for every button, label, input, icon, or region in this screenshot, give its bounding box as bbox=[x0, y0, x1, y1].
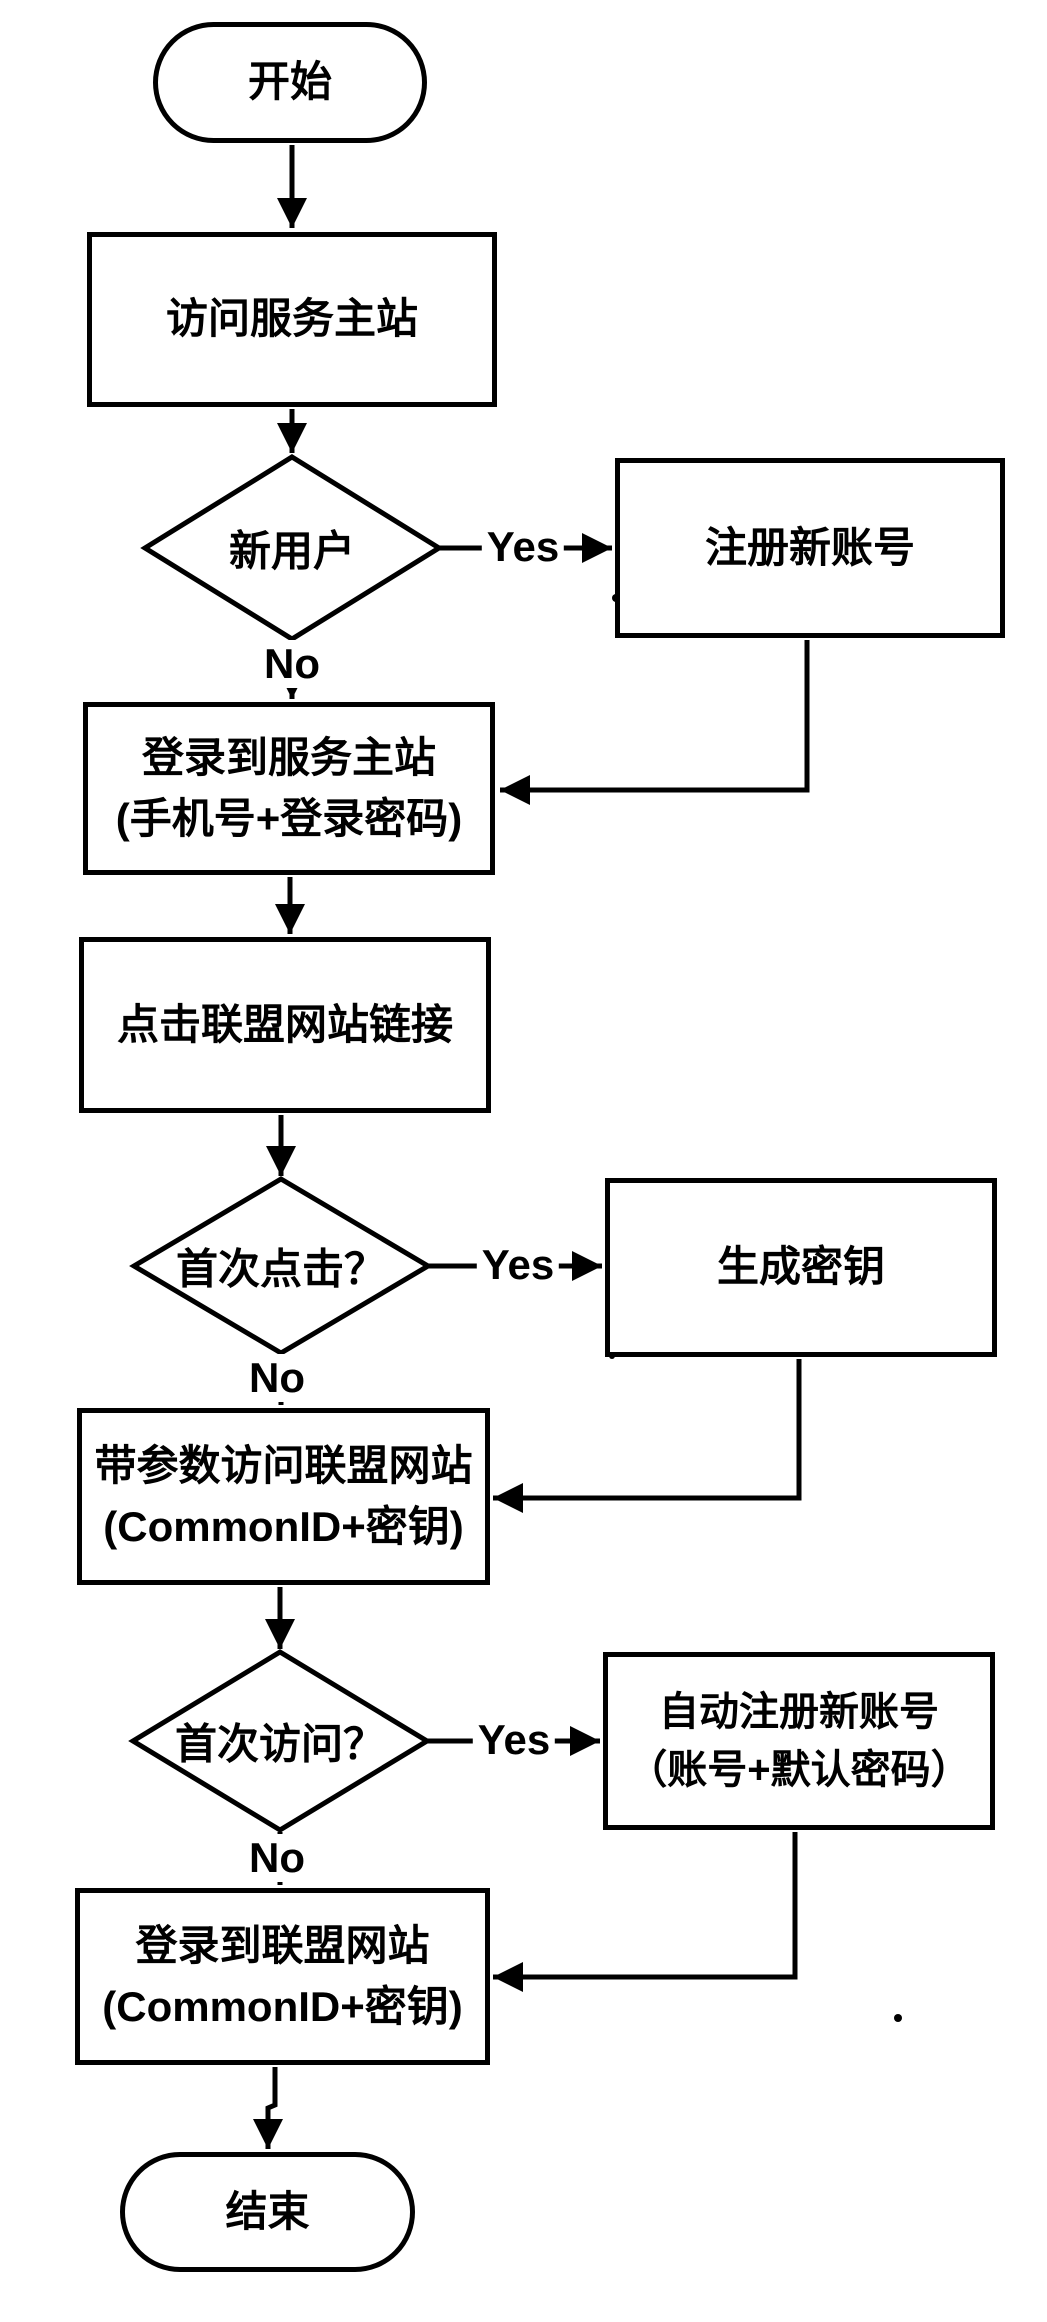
process-visit-with-params-line1: 带参数访问联盟网站 bbox=[94, 1441, 473, 1489]
ink-speck bbox=[894, 2014, 902, 2022]
decision-first-visit-label: 首次访问？ bbox=[174, 1720, 386, 1768]
edge-label-new-user-no: No bbox=[259, 640, 325, 688]
process-login-main-site-line1: 登录到服务主站 bbox=[141, 733, 436, 781]
decision-new-user-label: 新用户 bbox=[228, 527, 356, 575]
edge-label-first-click-yes: Yes bbox=[476, 1241, 560, 1289]
edge-login-alliance-to-end bbox=[253, 2067, 283, 2149]
process-click-alliance-link-label: 点击联盟网站链接 bbox=[116, 1000, 453, 1048]
edge-label-new-user-yes: Yes bbox=[481, 523, 565, 571]
edge-genkey-to-visit-params bbox=[493, 1359, 802, 1513]
terminator-end: 结束 bbox=[120, 2152, 415, 2272]
decision-first-visit-shape bbox=[128, 1649, 432, 1833]
process-login-alliance-site-line2: (CommonID+密钥) bbox=[102, 1982, 463, 2030]
process-generate-key: 生成密钥 bbox=[605, 1178, 997, 1357]
process-register-new-account-label: 注册新账号 bbox=[704, 523, 915, 571]
process-generate-key-label: 生成密钥 bbox=[716, 1243, 885, 1291]
process-login-alliance-site-line1: 登录到联盟网站 bbox=[135, 1921, 430, 1969]
process-click-alliance-link: 点击联盟网站链接 bbox=[79, 937, 491, 1113]
decision-first-click-label: 首次点击？ bbox=[175, 1245, 387, 1293]
edge-label-first-click-no: No bbox=[244, 1354, 310, 1402]
edge-label-first-visit-no: No bbox=[244, 1834, 310, 1882]
process-register-new-account: 注册新账号 bbox=[615, 458, 1005, 638]
process-visit-main-site-label: 访问服务主站 bbox=[165, 295, 418, 343]
decision-first-click-shape bbox=[129, 1176, 433, 1356]
process-auto-register-line2: （账号+默认密码） bbox=[627, 1748, 971, 1792]
decision-new-user-shape bbox=[140, 454, 444, 642]
process-visit-with-params: 带参数访问联盟网站 (CommonID+密钥) bbox=[77, 1408, 490, 1585]
terminator-end-label: 结束 bbox=[225, 2187, 310, 2235]
process-auto-register: 自动注册新账号 （账号+默认密码） bbox=[603, 1652, 995, 1830]
process-visit-main-site: 访问服务主站 bbox=[87, 232, 497, 407]
process-auto-register-line1: 自动注册新账号 bbox=[659, 1690, 939, 1734]
process-visit-with-params-line2: (CommonID+密钥) bbox=[103, 1502, 464, 1550]
process-login-alliance-site: 登录到联盟网站 (CommonID+密钥) bbox=[75, 1888, 490, 2065]
edge-register-to-login-main bbox=[500, 640, 810, 805]
terminator-start-label: 开始 bbox=[247, 58, 332, 106]
terminator-start: 开始 bbox=[153, 22, 427, 143]
process-login-main-site-line2: (手机号+登录密码) bbox=[115, 794, 463, 842]
edge-autoregister-to-login-alliance bbox=[493, 1832, 798, 1992]
process-login-main-site: 登录到服务主站 (手机号+登录密码) bbox=[83, 702, 495, 875]
edge-label-first-visit-yes: Yes bbox=[472, 1716, 556, 1764]
